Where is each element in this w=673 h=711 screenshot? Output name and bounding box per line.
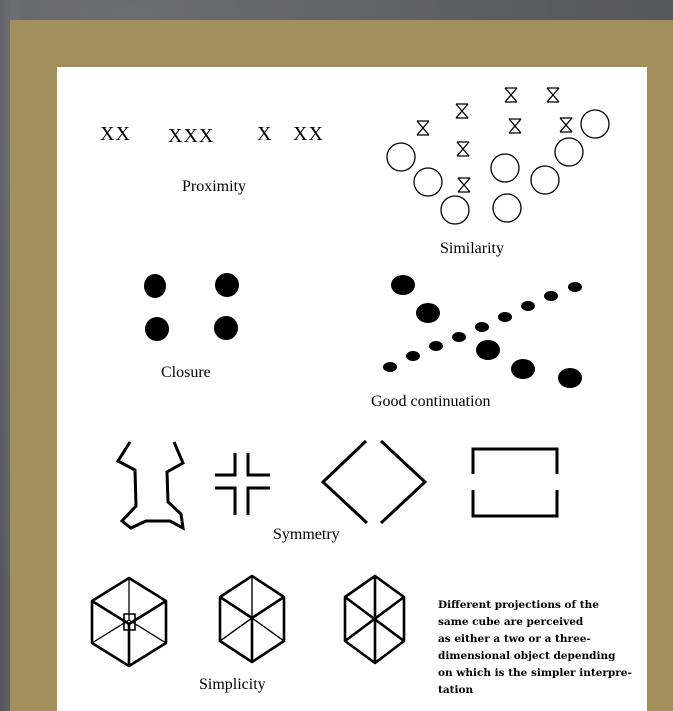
note-line: on which is the simpler interpre- — [438, 665, 638, 682]
similarity-circles — [387, 110, 609, 224]
note-line: same cube are perceived — [438, 614, 638, 631]
proximity-figure: XX XXX X XX — [100, 123, 324, 147]
proximity-group-4: XX — [293, 123, 324, 145]
cube-ambiguous-projection — [220, 576, 284, 662]
closure-figure — [144, 273, 239, 341]
symmetry-figure — [118, 441, 557, 528]
cube-2d-projection — [345, 576, 404, 663]
proximity-group-2: XXX — [168, 125, 214, 147]
similarity-figure — [387, 88, 609, 224]
proximity-label: Proximity — [182, 178, 246, 196]
note-line: Different projections of the — [438, 597, 638, 614]
similarity-label: Similarity — [440, 240, 504, 258]
symmetry-label: Symmetry — [273, 526, 340, 544]
good-continuation-label: Good continuation — [371, 393, 491, 411]
proximity-group-3: X — [257, 123, 272, 145]
symmetry-square-shape — [473, 449, 557, 516]
symmetry-diamond-shape — [323, 441, 425, 523]
note-line: tation — [438, 682, 638, 699]
simplicity-label: Simplicity — [199, 676, 266, 694]
note-line: as either a two or a three- — [438, 631, 638, 648]
cube-3d-projection — [92, 578, 166, 666]
symmetry-cross-shape — [215, 453, 270, 515]
good-continuation-figure — [383, 275, 582, 388]
proximity-group-1: XX — [100, 123, 131, 145]
closure-label: Closure — [161, 364, 211, 382]
simplicity-note: Different projections of the same cube a… — [438, 597, 638, 699]
note-line: dimensional object depending — [438, 648, 638, 665]
symmetry-bracket-shape — [118, 442, 183, 528]
simplicity-figure — [92, 576, 404, 666]
